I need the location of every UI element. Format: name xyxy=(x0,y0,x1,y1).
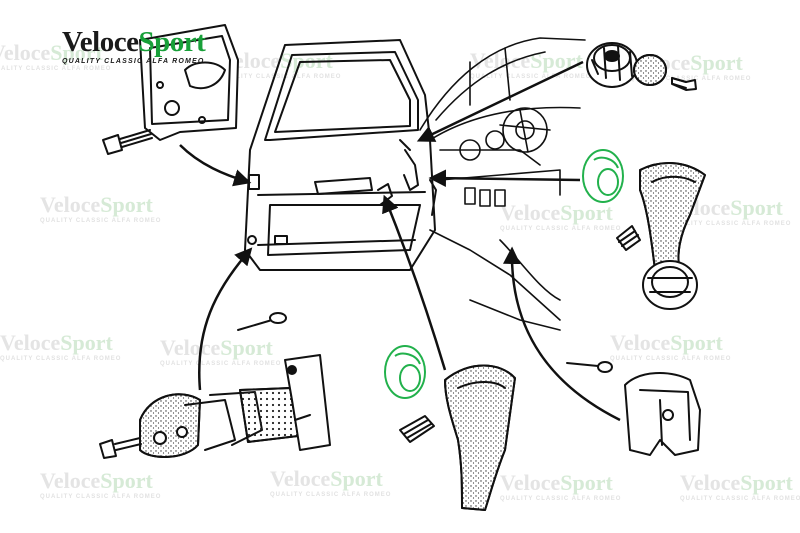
arrow xyxy=(198,247,253,391)
lock-cover-plate xyxy=(139,24,239,141)
arrow xyxy=(502,246,621,422)
rivet-icon xyxy=(237,312,287,331)
car-body-outline xyxy=(419,37,586,331)
rivet-icon xyxy=(566,361,613,373)
screw-icon xyxy=(671,77,697,91)
arrow xyxy=(382,194,447,371)
screw-icon xyxy=(616,225,641,251)
screw-icon xyxy=(102,129,153,155)
door-pull-cup-washer-lower xyxy=(384,345,426,399)
door-check-bracket xyxy=(624,372,701,456)
door-pull-handle-lower xyxy=(444,364,516,511)
door-pull-cup-washer-upper xyxy=(582,149,624,203)
door-lock-knob xyxy=(586,42,638,88)
arrow xyxy=(416,60,584,142)
knob-cap xyxy=(633,54,667,86)
screw-icon xyxy=(399,415,435,443)
screw-icon xyxy=(99,437,142,459)
latch-assembly xyxy=(139,354,331,458)
arrow xyxy=(179,144,252,187)
arrow xyxy=(428,169,581,187)
brand-logo: VeloceSport QUALITY CLASSIC ALFA ROMEO xyxy=(62,26,206,66)
door-pull-handle-upper xyxy=(639,162,706,310)
door-panel xyxy=(244,39,437,271)
leader-arrows xyxy=(179,60,621,422)
brand-wordmark: VeloceSport xyxy=(62,26,206,58)
brand-tagline: QUALITY CLASSIC ALFA ROMEO xyxy=(62,58,205,65)
